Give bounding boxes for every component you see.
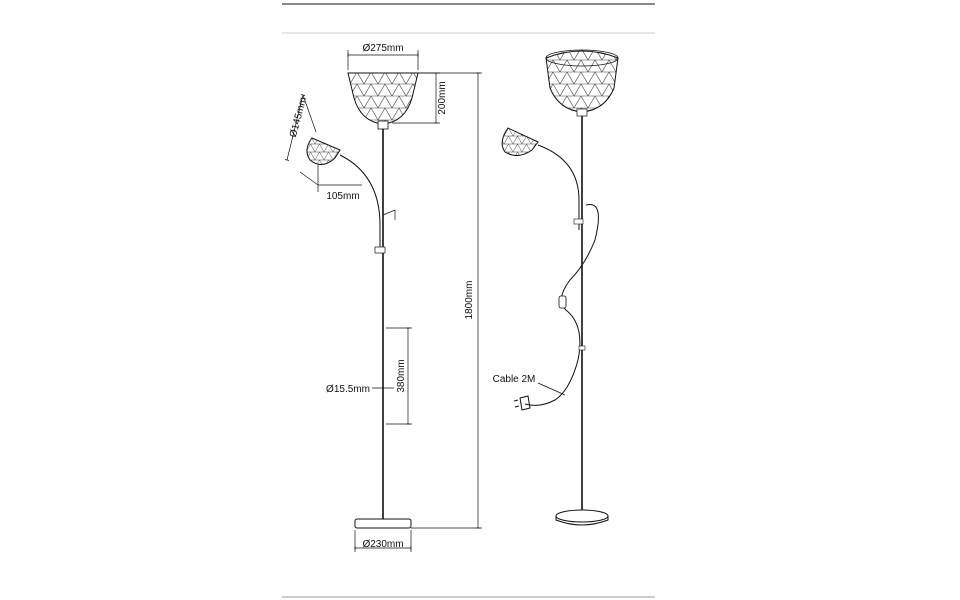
perspective-gooseneck [537,144,580,230]
shade-height-label: 200mm [437,81,448,114]
switch-stub [382,209,396,220]
pole-diameter-label: Ø15.5mm [326,384,370,395]
perspective-reading-shade [501,127,539,156]
gooseneck-arm [339,154,381,250]
arm-clamp [374,246,386,254]
reading-depth-label: 105mm [326,191,359,202]
perspective-lamp: Cable 2M [493,49,619,526]
shade-holder [377,120,389,130]
shade-diameter-label: Ø275mm [362,43,403,54]
plug [513,395,531,411]
power-cable [524,203,599,406]
total-height-label: 1800mm [464,281,475,320]
perspective-main-shade [545,50,619,113]
inline-switch [558,295,567,309]
cable-callout: Cable 2M [493,374,536,385]
perspective-base [555,509,609,523]
main-shade [347,72,419,125]
base-diameter-label: Ø230mm [362,539,403,550]
dimensioned-lamp: Ø275mm 200mm 1800mm Ø145mm 105mm Ø15.5mm… [284,43,482,552]
switch-section-label: 380mm [396,359,407,392]
reading-shade [306,137,341,165]
reading-diameter-label: Ø145mm [288,96,309,139]
lamp-base [354,518,412,529]
